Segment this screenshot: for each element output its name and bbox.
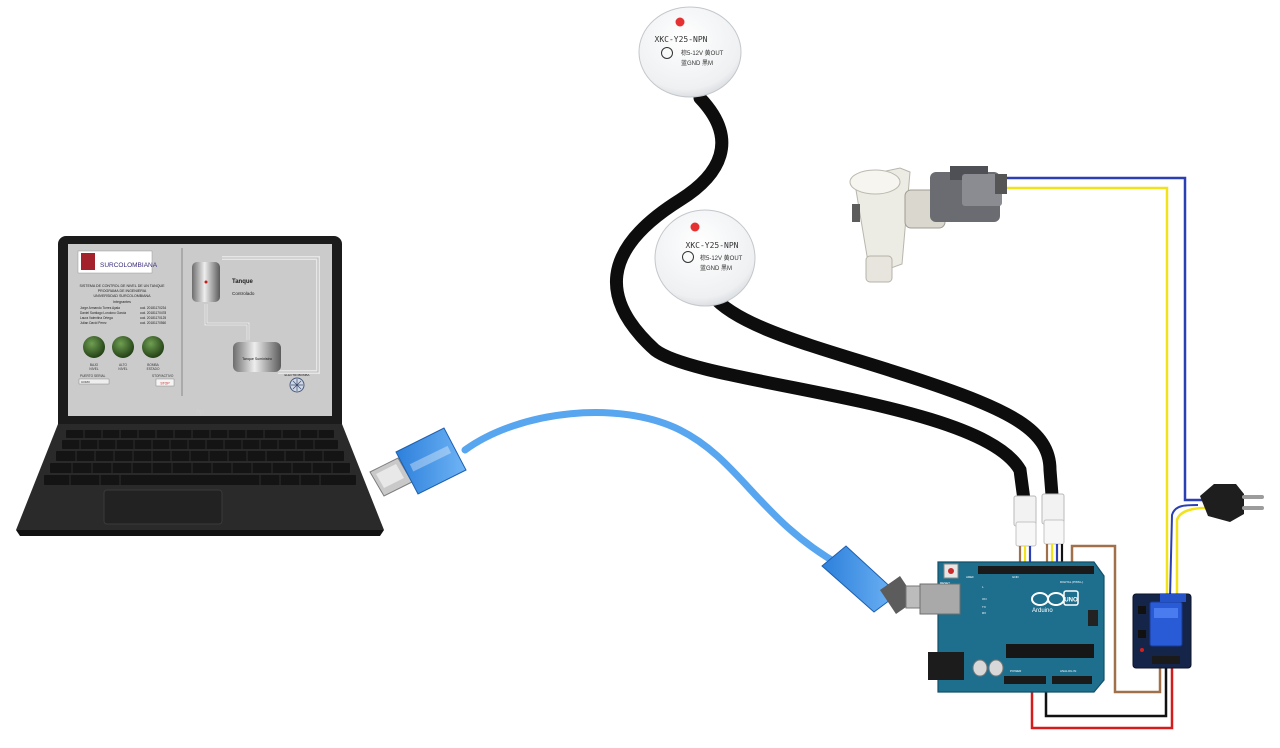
board-label: L	[982, 585, 984, 589]
keyboard	[44, 430, 356, 485]
indicator-sub: NIVEL	[118, 367, 127, 371]
member-name: Julian David Perez	[80, 321, 107, 325]
sensor-connectors	[1013, 493, 1065, 566]
touchpad	[103, 489, 223, 525]
port-value: COM3	[81, 380, 90, 384]
tank-level-marker	[204, 280, 208, 284]
board-label: DIGITAL (PWM~)	[1060, 580, 1083, 584]
power-header	[1004, 676, 1046, 684]
board-label: TX	[982, 605, 986, 609]
wire-brown-relay-signal	[1070, 544, 1162, 694]
relay-module	[1132, 593, 1192, 669]
sensor-pinout: 蓝GND 黑M	[700, 264, 732, 272]
board-label: ANALOG IN	[1060, 669, 1076, 673]
stop-button-label: STOP	[160, 382, 170, 386]
ce-mark-icon	[682, 251, 694, 263]
members-list: Jorge Armando Torres Ayala cod. 20181170…	[80, 306, 166, 325]
member-name: Daniel Santiago Londono Garcia	[80, 311, 126, 315]
header-line-3: UNIVERSIDAD SURCOLOMBIANA	[93, 294, 151, 298]
water-pump	[849, 166, 1007, 283]
hp-logo: hp	[196, 409, 204, 416]
member-name: Jorge Armando Torres Ayala	[80, 306, 120, 310]
indicator-label: BAJO	[90, 363, 99, 367]
pump-label: ELECTROBOMBA	[284, 373, 309, 377]
sensor-led	[675, 17, 685, 27]
indicator-label: BOMBA	[147, 363, 159, 367]
arduino-uno: UNO Arduino DIGITAL (PWM~) POWER ANALOG …	[919, 561, 1105, 693]
header-line-1: SISTEMA DE CONTROL DE NIVEL DE UN TANQUE	[79, 284, 165, 288]
usb-a-connector	[369, 427, 467, 497]
member-code: cod. 20181170560	[140, 321, 166, 325]
supply-tank	[233, 342, 281, 372]
wire-yellow-pump-to-relay	[1004, 186, 1169, 598]
member-code: cod. 20181170125	[140, 316, 166, 320]
board-label: POWER	[1010, 669, 1022, 673]
level-sensor-bottom: XKC-Y25-NPN 棕5-12V 黄OUT 蓝GND 黑M	[654, 209, 756, 307]
header-line-2: PROGRAMA DE INGENIERIA	[98, 289, 147, 293]
analog-header	[1052, 676, 1092, 684]
arduino-model: UNO	[1064, 598, 1078, 604]
port-label: PUERTO SERIAL	[80, 374, 106, 378]
arduino-brand: Arduino	[1032, 608, 1053, 614]
sensor-1-cable	[609, 91, 1031, 507]
member-name: Laura Valentina Ortega	[80, 316, 113, 320]
level-sensor-top: XKC-Y25-NPN 棕5-12V 黄OUT 蓝GND 黑M	[638, 6, 742, 98]
sensor-pinout: 棕5-12V 黄OUT	[681, 49, 724, 57]
indicator-sub: ESTADO	[147, 367, 160, 371]
board-label: ON	[982, 597, 987, 601]
wire-blue-relay-to-plug	[1169, 504, 1199, 599]
usb-b-connector	[821, 545, 929, 614]
arduino-logo	[1031, 590, 1079, 606]
microcontroller	[1006, 644, 1094, 658]
supply-tank-label: Tanque Suministro	[242, 357, 272, 361]
university-name: SURCOLOMBIANA	[100, 262, 158, 269]
sensor-led	[690, 222, 700, 232]
tank-controlled-subtitle: Controlado	[232, 291, 255, 296]
stop-button[interactable]	[155, 378, 175, 387]
board-label: GND	[1012, 575, 1020, 579]
indicator-sub: NIVEL	[89, 367, 98, 371]
power-jack	[928, 652, 964, 680]
indicator-label: ALTO	[119, 363, 128, 367]
usb-b-port	[919, 583, 961, 615]
university-logo	[81, 253, 95, 270]
sensor-pinout: 蓝GND 黑M	[681, 59, 713, 67]
sensor-model: XKC-Y25-NPN	[686, 241, 739, 250]
sensor-model: XKC-Y25-NPN	[655, 35, 708, 44]
digital-header	[978, 566, 1094, 574]
usb-cable	[461, 409, 844, 569]
board-label: RESET	[940, 581, 950, 585]
member-code: cod. 20181170234	[140, 306, 166, 310]
sensor-2-cable	[705, 288, 1059, 502]
indicator-lamp-bomba	[142, 336, 164, 358]
laptop: SURCOLOMBIANA SISTEMA DE CONTROL DE NIVE…	[16, 236, 384, 536]
indicator-lamp-alto	[112, 336, 134, 358]
members-title: Integrantes	[113, 300, 131, 304]
board-label: AREF	[966, 575, 974, 579]
stop-label: STOP/ACTIVO	[152, 374, 174, 378]
tank-controlled-title: Tanque	[232, 279, 254, 285]
indicator-lamp-bajo	[83, 336, 105, 358]
wire-yellow-plug	[1175, 506, 1206, 598]
port-select[interactable]	[78, 378, 110, 385]
sensor-pinout: 棕5-12V 黄OUT	[700, 254, 743, 262]
wire-blue-pump	[1004, 176, 1205, 502]
member-code: cod. 20181170478	[140, 311, 166, 315]
power-plug	[1200, 484, 1264, 522]
board-label: RX	[982, 611, 986, 615]
ce-mark-icon	[661, 47, 673, 59]
